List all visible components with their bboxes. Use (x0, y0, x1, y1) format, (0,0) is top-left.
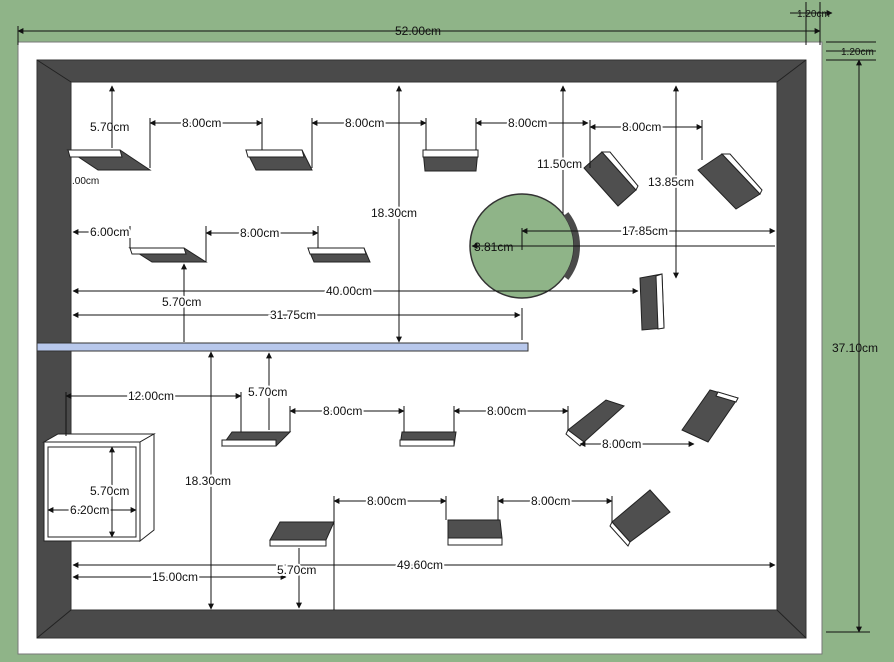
label-bottom-height: 5.70cm (277, 563, 316, 577)
label-top-gap-3: 8.00cm (508, 116, 547, 130)
shelf (269, 521, 335, 541)
shelf (422, 149, 479, 158)
shelf (67, 149, 123, 158)
shelf (720, 153, 763, 195)
bevel-line (776, 609, 807, 639)
label-top-gap-2: 8.00cm (345, 116, 384, 130)
label-box-width: 6.20cm (70, 503, 109, 517)
bevel-line (36, 609, 72, 639)
label-overall-height: 37.10cm (832, 341, 878, 355)
label-circle-to-wall: 17.85cm (622, 224, 668, 238)
label-small-zero: .00cm (72, 176, 99, 187)
label-span-15: 15.00cm (152, 570, 198, 584)
label-lower-gap-2: 8.00cm (487, 404, 526, 418)
shelf (399, 439, 455, 447)
label-bottom-gap-2: 8.00cm (531, 494, 570, 508)
shelf (715, 391, 739, 403)
shelf (447, 537, 503, 546)
label-row2-gap: 8.00cm (240, 226, 279, 240)
label-vert-18-30-bottom: 18.30cm (185, 474, 231, 488)
label-box-to-shelf: 12.00cm (128, 389, 174, 403)
label-row2-left: 6.00cm (90, 225, 129, 239)
label-lower-height-1: 5.70cm (248, 385, 287, 399)
label-overall-width: 52.00cm (395, 24, 441, 38)
shelf (269, 539, 327, 547)
shelf (609, 521, 631, 547)
label-lower-gap-3: 8.00cm (602, 437, 641, 451)
label-row2-height: 5.70cm (162, 295, 201, 309)
label-vert-13-85: 13.85cm (648, 175, 694, 189)
label-span-49-60: 49.60cm (397, 558, 443, 572)
shelf (245, 149, 305, 158)
shelf (655, 273, 665, 330)
shelf (307, 247, 367, 255)
label-vert-11-50: 11.50cm (537, 157, 582, 171)
label-vert-18-30-top: 18.30cm (371, 206, 417, 220)
shelf (447, 519, 503, 539)
label-bottom-gap-1: 8.00cm (367, 494, 406, 508)
label-span-40: 40.00cm (326, 284, 372, 298)
label-circle-radius: 3.81cm (474, 240, 513, 254)
divider-board (36, 342, 529, 352)
label-frame-right: 1.20cm (797, 9, 830, 20)
label-top-left-height: 5.70cm (90, 120, 129, 134)
shelf (600, 151, 639, 191)
cube-box-inner (47, 446, 137, 538)
label-lower-gap-1: 8.00cm (323, 404, 362, 418)
label-box-height: 5.70cm (90, 484, 129, 498)
bevel-line (776, 59, 807, 83)
label-top-gap-1: 8.00cm (182, 116, 221, 130)
label-span-31-75: 31.75cm (270, 308, 316, 322)
shelf (221, 439, 277, 447)
bevel-line (36, 59, 72, 83)
label-top-gap-4: 8.00cm (622, 120, 661, 134)
cube-box (42, 433, 156, 443)
label-frame-top: 1.20cm (841, 47, 874, 58)
cube-box-side (139, 433, 155, 543)
shelf (129, 247, 187, 255)
